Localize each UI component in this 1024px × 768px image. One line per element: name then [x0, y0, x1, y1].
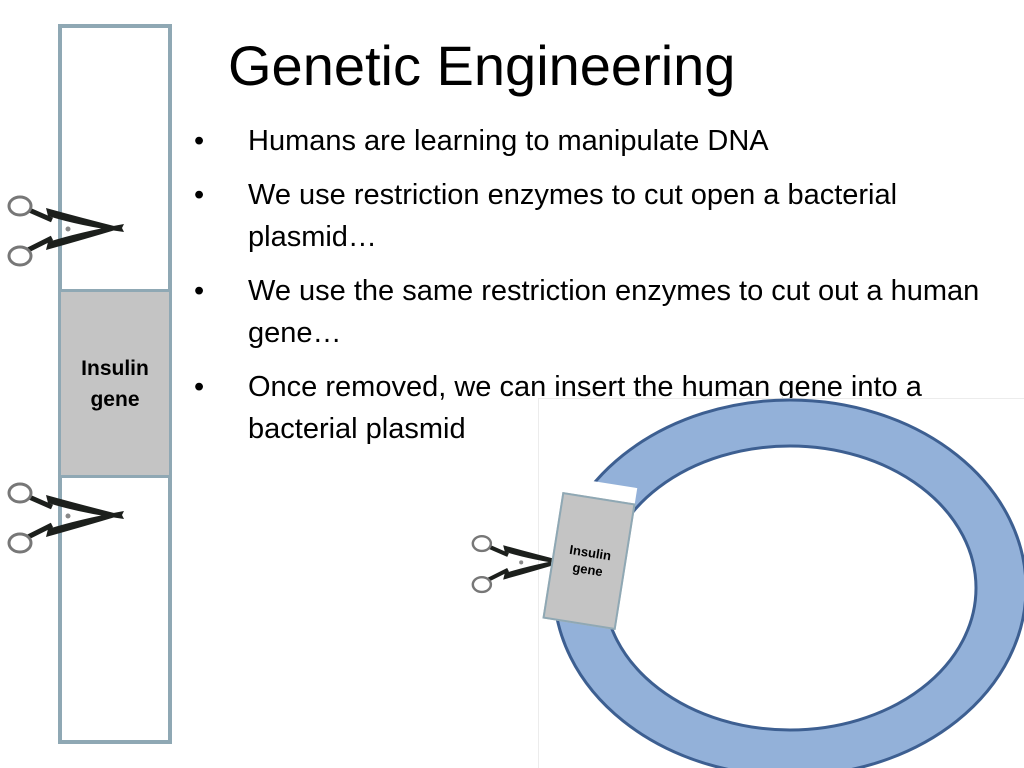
plasmid-ring: [552, 398, 1024, 768]
gene-label-line1: Insulin: [81, 356, 149, 380]
bullet-marker: •: [194, 179, 205, 211]
bullet-marker: •: [194, 275, 205, 307]
bullet-text: We use restriction enzymes to cut open a…: [248, 179, 898, 253]
bullet-item: • Humans are learning to manipulate DNA: [188, 120, 1008, 162]
insulin-gene-segment: Insulin gene: [58, 289, 172, 478]
bullet-text: Once removed, we can insert the human ge…: [248, 371, 922, 445]
scissors-icon: [9, 484, 124, 552]
bullet-text: We use the same restriction enzymes to c…: [248, 275, 980, 349]
bullet-item: • We use restriction enzymes to cut open …: [188, 174, 1008, 258]
bullet-item: • Once removed, we can insert the human g…: [188, 366, 1008, 450]
slide-title: Genetic Engineering: [228, 34, 736, 97]
scissors-icon: [9, 197, 124, 265]
bullet-list: • Humans are learning to manipulate DNA •…: [188, 120, 1008, 462]
bullet-marker: •: [194, 371, 205, 403]
bullet-marker: •: [194, 125, 205, 157]
gene-label-line2: gene: [90, 387, 140, 411]
bullet-text: Humans are learning to manipulate DNA: [248, 125, 769, 157]
bullet-item: • We use the same restriction enzymes to …: [188, 270, 1008, 354]
plasmid-panel: [538, 398, 1024, 768]
